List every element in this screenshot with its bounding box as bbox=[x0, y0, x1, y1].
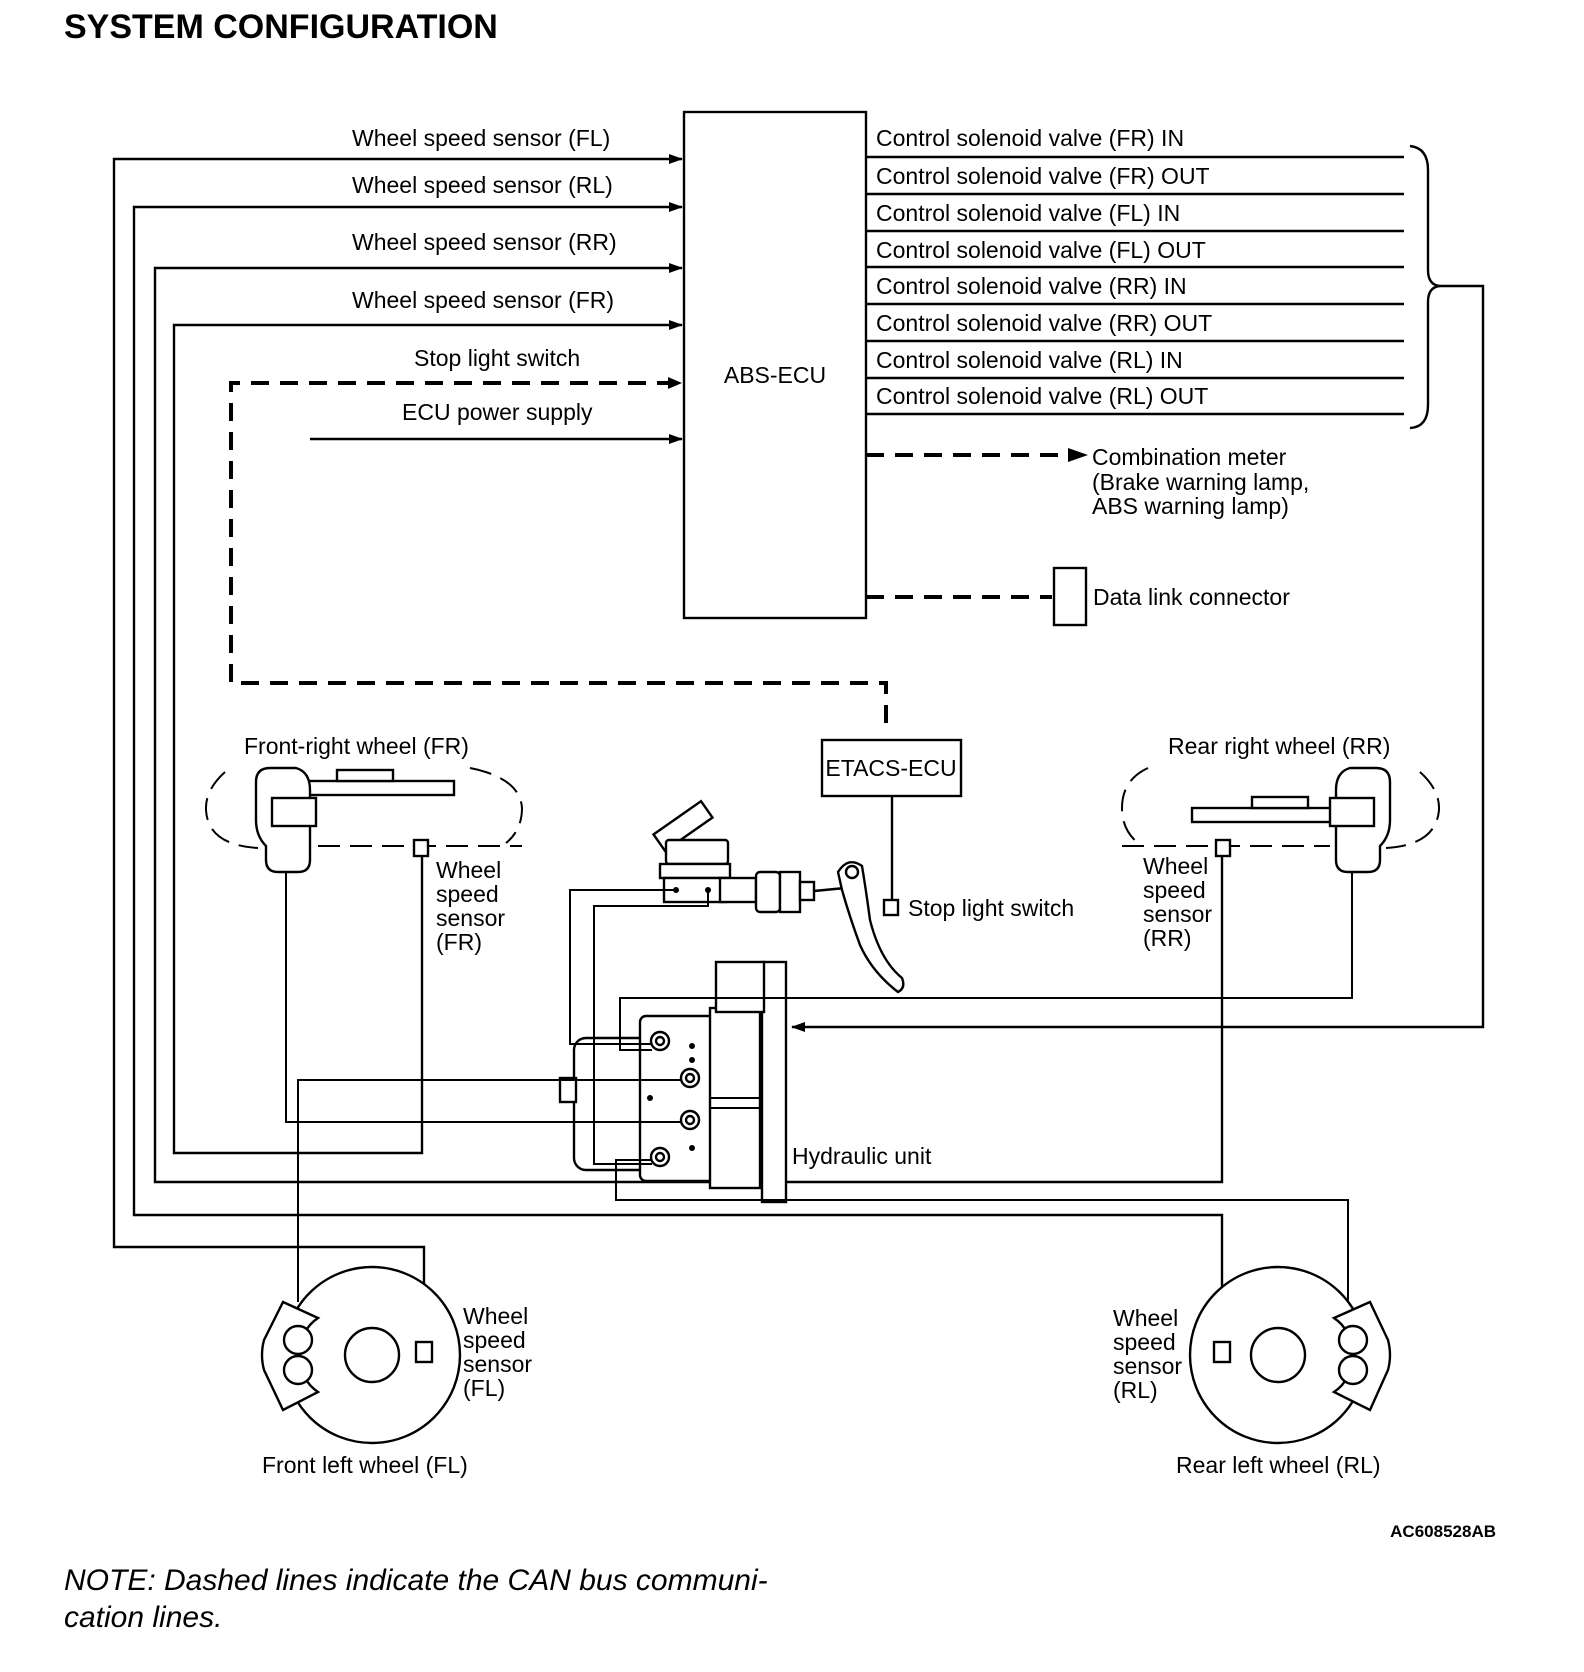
master-cylinder bbox=[651, 799, 846, 914]
input-power-label: ECU power supply bbox=[402, 399, 593, 425]
output-fl-out: Control solenoid valve (FL) OUT bbox=[876, 237, 1206, 263]
wss-fl-icon bbox=[414, 1340, 434, 1364]
wss-rl-icon bbox=[1212, 1340, 1232, 1364]
abs-ecu-box bbox=[682, 110, 868, 620]
wss-rl-text-1: Wheel bbox=[1113, 1305, 1178, 1331]
etacs-ecu-label: ETACS-ECU bbox=[825, 755, 956, 781]
wss-fr-text-2: speed bbox=[436, 881, 499, 907]
page-title: SYSTEM CONFIGURATION bbox=[64, 8, 498, 46]
input-wss-rl-label: Wheel speed sensor (RL) bbox=[352, 172, 613, 198]
wss-rr-text-2: speed bbox=[1143, 877, 1206, 903]
input-wss-fr-label: Wheel speed sensor (FR) bbox=[352, 287, 614, 313]
output-lines bbox=[866, 155, 1404, 416]
brake-pedal bbox=[836, 860, 905, 994]
wire-wss-fl bbox=[112, 154, 683, 1302]
abs-ecu-label: ABS-ECU bbox=[724, 362, 826, 388]
output-rl-in: Control solenoid valve (RL) IN bbox=[876, 347, 1183, 373]
wss-rl-text-4: (RL) bbox=[1113, 1377, 1158, 1403]
output-rr-in: Control solenoid valve (RR) IN bbox=[876, 273, 1187, 299]
data-link-label: Data link connector bbox=[1093, 584, 1290, 610]
input-wss-fl-label: Wheel speed sensor (FL) bbox=[352, 125, 610, 151]
input-stop-light-label: Stop light switch bbox=[414, 345, 580, 371]
wheel-rl-assembly bbox=[1188, 1265, 1392, 1445]
wss-fr-text-4: (FR) bbox=[436, 929, 482, 955]
output-brace bbox=[1409, 144, 1441, 430]
wheel-fr-assembly bbox=[204, 766, 524, 874]
wire-solenoid-to-hu bbox=[791, 284, 1485, 1032]
wss-rr-text-4: (RR) bbox=[1143, 925, 1192, 951]
combination-meter-label-1: Combination meter bbox=[1092, 444, 1287, 470]
wss-rl-text-3: sensor bbox=[1113, 1353, 1182, 1379]
wheel-fl-label: Front left wheel (FL) bbox=[262, 1452, 468, 1478]
wss-fl-text-3: sensor bbox=[463, 1351, 532, 1377]
input-wires bbox=[112, 154, 1224, 1362]
stop-light-switch-label: Stop light switch bbox=[908, 895, 1074, 921]
output-rl-out: Control solenoid valve (RL) OUT bbox=[876, 383, 1208, 409]
note-line-1: NOTE: Dashed lines indicate the CAN bus … bbox=[64, 1564, 768, 1597]
wss-fl-text-4: (FL) bbox=[463, 1375, 505, 1401]
wheel-rl-label: Rear left wheel (RL) bbox=[1176, 1452, 1381, 1478]
wheel-rr-label: Rear right wheel (RR) bbox=[1168, 733, 1390, 759]
output-fr-out: Control solenoid valve (FR) OUT bbox=[876, 163, 1210, 189]
wss-rr-icon bbox=[1214, 838, 1232, 858]
hydraulic-unit bbox=[558, 960, 788, 1204]
wire-wss-fr bbox=[172, 320, 683, 1155]
output-fl-in: Control solenoid valve (FL) IN bbox=[876, 200, 1180, 226]
note-line-2: cation lines. bbox=[64, 1601, 222, 1634]
output-fr-in: Control solenoid valve (FR) IN bbox=[876, 125, 1184, 151]
data-link-connector-icon bbox=[1052, 566, 1088, 627]
brake-pipes bbox=[285, 872, 1353, 1318]
wss-fr-icon bbox=[412, 838, 430, 858]
wire-wss-rl bbox=[132, 202, 1224, 1362]
wss-fl-text-1: Wheel bbox=[463, 1303, 528, 1329]
wss-rl-text-2: speed bbox=[1113, 1329, 1176, 1355]
wss-fl-text-2: speed bbox=[463, 1327, 526, 1353]
stop-light-switch-icon bbox=[882, 898, 900, 917]
output-rr-out: Control solenoid valve (RR) OUT bbox=[876, 310, 1212, 336]
wheel-rr-assembly bbox=[1120, 766, 1441, 874]
wss-rr-text-3: sensor bbox=[1143, 901, 1212, 927]
etacs-ecu-box bbox=[820, 738, 963, 798]
hydraulic-unit-label: Hydraulic unit bbox=[792, 1143, 932, 1169]
wss-fr-text-3: sensor bbox=[436, 905, 505, 931]
input-wss-rr-label: Wheel speed sensor (RR) bbox=[352, 229, 617, 255]
figure-code: AC608528AB bbox=[1390, 1522, 1496, 1541]
wss-rr-text-1: Wheel bbox=[1143, 853, 1208, 879]
combination-meter-label-2: (Brake warning lamp, bbox=[1092, 469, 1309, 495]
wheel-fl-assembly bbox=[260, 1265, 462, 1445]
can-stop-light bbox=[229, 381, 888, 723]
combination-meter-label-3: ABS warning lamp) bbox=[1092, 493, 1289, 519]
wire-wss-rr bbox=[153, 263, 1224, 1184]
wheel-fr-label: Front-right wheel (FR) bbox=[244, 733, 469, 759]
wss-fr-text-1: Wheel bbox=[436, 857, 501, 883]
